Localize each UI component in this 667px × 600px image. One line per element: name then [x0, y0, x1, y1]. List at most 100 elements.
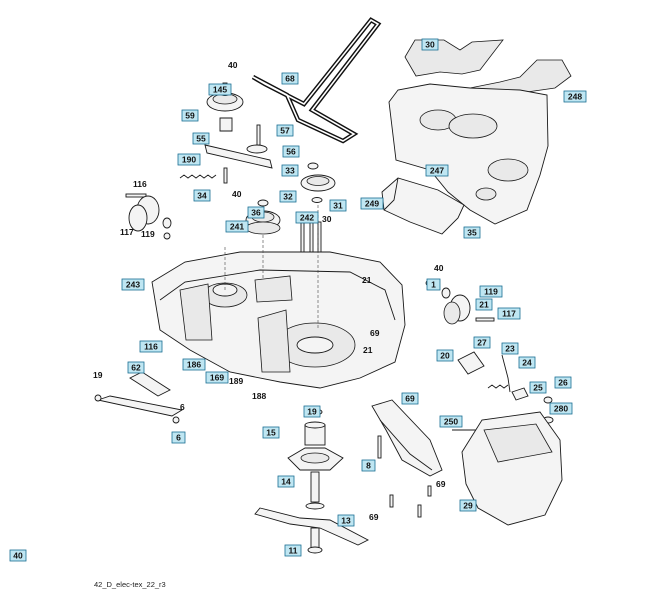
callout-249-box: 249	[360, 197, 384, 210]
mower-deck	[151, 205, 406, 389]
callout-33-box: 33	[281, 164, 299, 177]
callout-21-plain: 21	[363, 345, 373, 355]
callout-68-box: 68	[281, 72, 299, 85]
callout-30-box: 30	[421, 38, 439, 51]
belt-drawing	[251, 17, 382, 144]
callout-32-box: 32	[279, 190, 297, 203]
callout-69-plain: 69	[370, 328, 380, 338]
callout-69-text: 69	[405, 394, 415, 404]
callout-243-box: 243	[121, 278, 145, 291]
callout-14-box: 14	[277, 475, 295, 488]
callout-242-text: 242	[300, 213, 314, 223]
callout-188-plain: 188	[252, 391, 266, 401]
lift-link-assembly	[94, 371, 184, 424]
discharge-assembly	[371, 351, 563, 526]
callout-116-box: 116	[139, 340, 163, 353]
gauge-wheel-left	[125, 193, 172, 240]
diagram-id-label: 42_D_elec-tex_22_r3	[94, 580, 166, 589]
callout-250-box: 250	[439, 415, 463, 428]
callout-190-box: 190	[177, 153, 201, 166]
callout-27-text: 27	[477, 338, 487, 348]
callout-55-text: 55	[196, 134, 206, 144]
callout-6-plain: 6	[180, 402, 185, 412]
callout-57-box: 57	[276, 124, 294, 137]
callout-57-text: 57	[280, 126, 290, 136]
callout-62-text: 62	[131, 363, 141, 373]
callout-40-text: 40	[13, 551, 23, 561]
callout-23-text: 23	[505, 344, 515, 354]
callout-186-box: 186	[182, 358, 206, 371]
callout-55-box: 55	[192, 132, 210, 145]
callout-69-plain: 69	[369, 512, 379, 522]
callout-21-box: 21	[475, 298, 493, 311]
callout-30-text: 30	[425, 40, 435, 50]
callout-31-box: 31	[329, 199, 347, 212]
callout-62-box: 62	[127, 361, 145, 374]
callout-247-text: 247	[430, 166, 444, 176]
callout-36-box: 36	[247, 206, 265, 219]
callout-30-plain: 30	[322, 214, 332, 224]
callout-35-text: 35	[467, 228, 477, 238]
callout-27-box: 27	[473, 336, 491, 349]
callout-15-text: 15	[266, 428, 276, 438]
callout-29-box: 29	[459, 499, 477, 512]
gauge-wheel-right	[425, 279, 495, 325]
callout-40-plain: 40	[228, 60, 238, 70]
callout-34-text: 34	[197, 191, 207, 201]
callout-145-box: 145	[208, 83, 232, 96]
callout-19-box: 19	[303, 405, 321, 418]
callout-36-text: 36	[251, 208, 261, 218]
callout-119-text: 119	[484, 287, 498, 297]
callout-248-text: 248	[568, 92, 582, 102]
callout-119-box: 119	[479, 285, 503, 298]
callout-1-text: 1	[431, 280, 436, 290]
callout-117-box: 117	[497, 307, 521, 320]
callout-35-box: 35	[463, 226, 481, 239]
callout-11-text: 11	[289, 546, 298, 556]
callout-26-box: 26	[554, 376, 572, 389]
callout-14-text: 14	[281, 477, 291, 487]
callout-169-box: 169	[205, 371, 229, 384]
callout-243-text: 243	[126, 280, 140, 290]
callout-190-text: 190	[182, 155, 196, 165]
idler-pulley-assembly	[179, 82, 273, 184]
callout-33-text: 33	[285, 166, 295, 176]
callout-145-text: 145	[213, 85, 227, 95]
callout-23-box: 23	[501, 342, 519, 355]
callout-11-box: 11	[284, 544, 302, 557]
callout-40-plain: 40	[232, 189, 242, 199]
callout-241-text: 241	[230, 222, 244, 232]
callout-242-box: 242	[295, 211, 319, 224]
callout-13-text: 13	[341, 516, 351, 526]
callout-24-text: 24	[522, 358, 532, 368]
callout-24-box: 24	[518, 356, 536, 369]
callout-6-box: 6	[171, 431, 186, 444]
callout-56-box: 56	[282, 145, 300, 158]
callout-25-box: 25	[529, 381, 547, 394]
callout-248-box: 248	[563, 90, 587, 103]
callout-69-box: 69	[401, 392, 419, 405]
callout-32-text: 32	[283, 192, 293, 202]
callout-116-text: 116	[144, 342, 158, 352]
callout-169-text: 169	[210, 373, 224, 383]
callout-119-plain: 119	[141, 229, 155, 239]
callout-117-plain: 117	[120, 227, 134, 237]
callout-69-plain: 69	[436, 479, 446, 489]
spindle-blade-assembly	[254, 408, 369, 554]
callout-8-text: 8	[366, 461, 371, 471]
callout-19-plain: 19	[93, 370, 103, 380]
callout-40-box: 40	[9, 549, 27, 562]
callout-1-box: 1	[426, 278, 441, 291]
callout-25-text: 25	[533, 383, 543, 393]
callout-68-text: 68	[285, 74, 295, 84]
callout-21-text: 21	[479, 300, 489, 310]
callout-15-box: 15	[262, 426, 280, 439]
callout-250-text: 250	[444, 417, 458, 427]
callout-21-plain: 21	[362, 275, 372, 285]
deflector-shield	[381, 177, 465, 235]
callout-13-box: 13	[337, 514, 355, 527]
callout-20-text: 20	[440, 351, 450, 361]
callout-189-plain: 189	[229, 376, 243, 386]
callout-29-text: 29	[463, 501, 473, 511]
